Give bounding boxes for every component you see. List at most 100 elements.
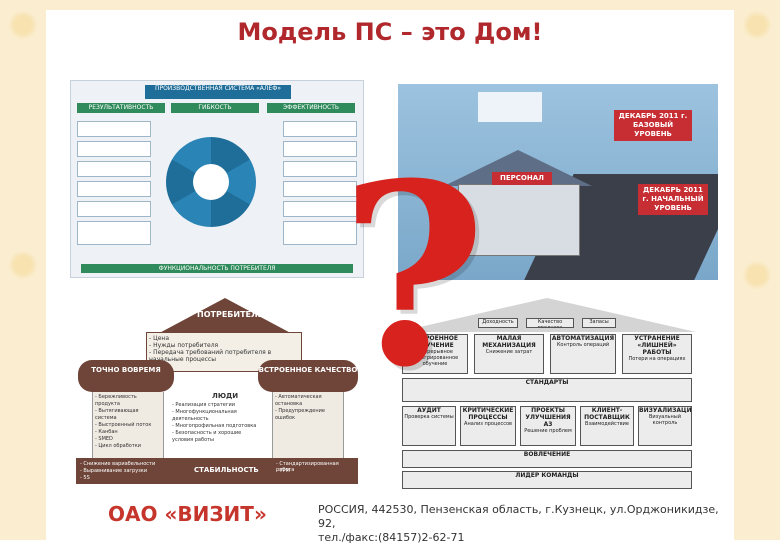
center-item: - Многофункциональная деятельность [172,409,237,422]
bar-efficiency: ЭФФЕКТИВНОСТЬ [267,103,355,113]
roof-item: - Нужды потребителя [149,342,219,349]
block-title: ВИЗУАЛИЗАЦИЯ [639,407,692,414]
pillar-item: - Вытягивающая система [95,408,139,421]
center-title: ЛЮДИ [212,392,239,400]
center-item: - Безопасность и хорошие условия работы [172,430,242,443]
address-line: РОССИЯ, 442530, Пензенская область, г.Ку… [318,503,719,530]
diagram-box [283,121,357,137]
block-title: ВСТРОЕННОЕ ОБУЧЕНИЕ [412,335,458,349]
diagram-box [77,221,151,245]
block-desc: Анализ процессов [464,421,512,427]
pillar-item: - Автоматическая остановка [275,394,322,407]
diagram-footer: ФУНКЦИОНАЛЬНОСТЬ ПОТРЕБИТЕЛЯ [81,264,353,273]
diagram-box [283,161,357,177]
diagram-box [283,141,357,157]
house-photo: ПЕРСОНАЛ ДЕКАБРЬ 2011 г. БАЗОВЫЙ УРОВЕНЬ… [398,84,718,280]
roof-item: - Передача требований потребителя в нача… [149,349,272,363]
left-pillar-title: ТОЧНО ВОВРЕМЯ [78,360,174,392]
ornament-icon [8,10,38,40]
house-roof [150,298,300,338]
involvement-band: ВОВЛЕЧЕНИЕ [402,450,692,468]
base-left-item: - 5S [80,475,90,481]
block-title: КРИТИЧЕСКИЕ ПРОЦЕССЫ [462,407,514,421]
block-desc: Взаимодействие [585,421,629,427]
question-mark: ? [340,128,487,422]
center-content: - Реализация стратегии - Многофункционал… [172,402,260,444]
diagram-box [283,201,357,217]
roof-content: - Цена - Нужды потребителя - Передача тр… [146,332,302,372]
roof-title: ПОТРЕБИТЕЛЬ [197,310,264,319]
diagram-box [77,181,151,197]
pillar-item: - SMED [95,436,113,442]
pillar-item: - Цикл обработки [95,443,142,449]
ornament-icon [742,10,772,40]
block-desc: Снижение затрат [485,349,533,355]
system-house-diagram: Доходность Качество продукта Запасы ВСТР… [398,298,696,493]
base-left-item: - Снижение вариабельности [80,461,156,467]
block-title: ПРОЕКТЫ УЛУЧШЕНИЯ A3 [525,407,571,428]
block-desc: Потери на операциях [628,356,686,362]
block-title: УСТРАНЕНИЕ «ЛИШНЕЙ» РАБОТЫ [634,335,680,356]
block-desc: Контроль операций [556,342,610,348]
diagram-box [77,201,151,217]
base-right-item: - Стандартизированная работа [276,461,339,473]
block-title: МАЛАЯ МЕХАНИЗАЦИЯ [482,335,536,349]
ornament-icon [8,250,38,280]
leader-band: ЛИДЕР КОМАНДЫ [402,471,692,489]
center-item: - Реализация стратегии [172,402,235,408]
company-name: ОАО «ВИЗИТ» [108,502,267,526]
block-title: КЛИЕНТ-ПОСТАВЩИК [584,407,630,421]
diagram-box [283,221,357,245]
base-title: СТАБИЛЬНОСТЬ [194,466,259,474]
diagram-header: ПРОИЗВОДСТВЕННАЯ СИСТЕМА «АЛЕФ» [145,85,291,99]
standards-band: СТАНДАРТЫ [402,378,692,402]
bar-flexibility: ГИБКОСТЬ [171,103,259,113]
pillar-item: - Предупреждение ошибок [275,408,325,421]
roof-item: - Цена [149,335,170,342]
left-pillar: - Бережливость продукта - Вытягивающая с… [92,392,164,458]
process-wheel-center [193,164,229,200]
phone-line: тел./факс:(84157)2-62-71 [318,531,465,544]
block-title: АУДИТ [417,407,441,414]
diagram-box [77,121,151,137]
center-item: - Многопрофильная подготовка [172,423,257,429]
lean-house-diagram: ПОТРЕБИТЕЛЬ - Цена - Нужды потребителя -… [72,298,362,488]
block-title: АВТОМАТИЗАЦИЯ [551,335,615,342]
sign-initial-level: ДЕКАБРЬ 2011 г. НАЧАЛЬНЫЙ УРОВЕНЬ [638,184,708,215]
ornament-icon [742,260,772,290]
block-desc: Непрерывное интегрированное обучение [411,349,459,367]
right-pillar-title: ВСТРОЕННОЕ КАЧЕСТВО [258,360,358,392]
involvement-title: ВОВЛЕЧЕНИЕ [523,451,571,458]
base-right-item: - TPM [276,468,290,474]
standards-title: СТАНДАРТЫ [525,379,569,386]
top-decorative-border [46,0,734,10]
bar-result: РЕЗУЛЬТАТИВНОСТЬ [77,103,165,113]
pillar-item: - Выстроенный поток [95,422,152,428]
diagram-box [77,141,151,157]
company-address: РОССИЯ, 442530, Пензенская область, г.Ку… [318,503,738,545]
diagram-box [77,161,151,177]
base-left-item: - Выравнивание загрузки [80,468,148,474]
slide-title: Модель ПС – это Дом! [237,18,543,46]
pillar-item: - Бережливость продукта [95,394,137,407]
sign-base-level: ДЕКАБРЬ 2011 г. БАЗОВЫЙ УРОВЕНЬ [614,110,692,141]
house-foundation: - Снижение вариабельности - Выравнивание… [76,458,358,484]
block-desc: Визуальный контроль [649,414,681,426]
leader-title: ЛИДЕР КОМАНДЫ [515,472,579,479]
photo-caption [478,92,542,122]
block-desc: Решение проблем [524,428,572,434]
roof-tag: Доходность [478,318,518,328]
right-pillar: - Автоматическая остановка - Предупрежде… [272,392,344,458]
sign-personnel: ПЕРСОНАЛ [492,172,552,185]
roof-tag: Качество продукта [526,318,574,328]
